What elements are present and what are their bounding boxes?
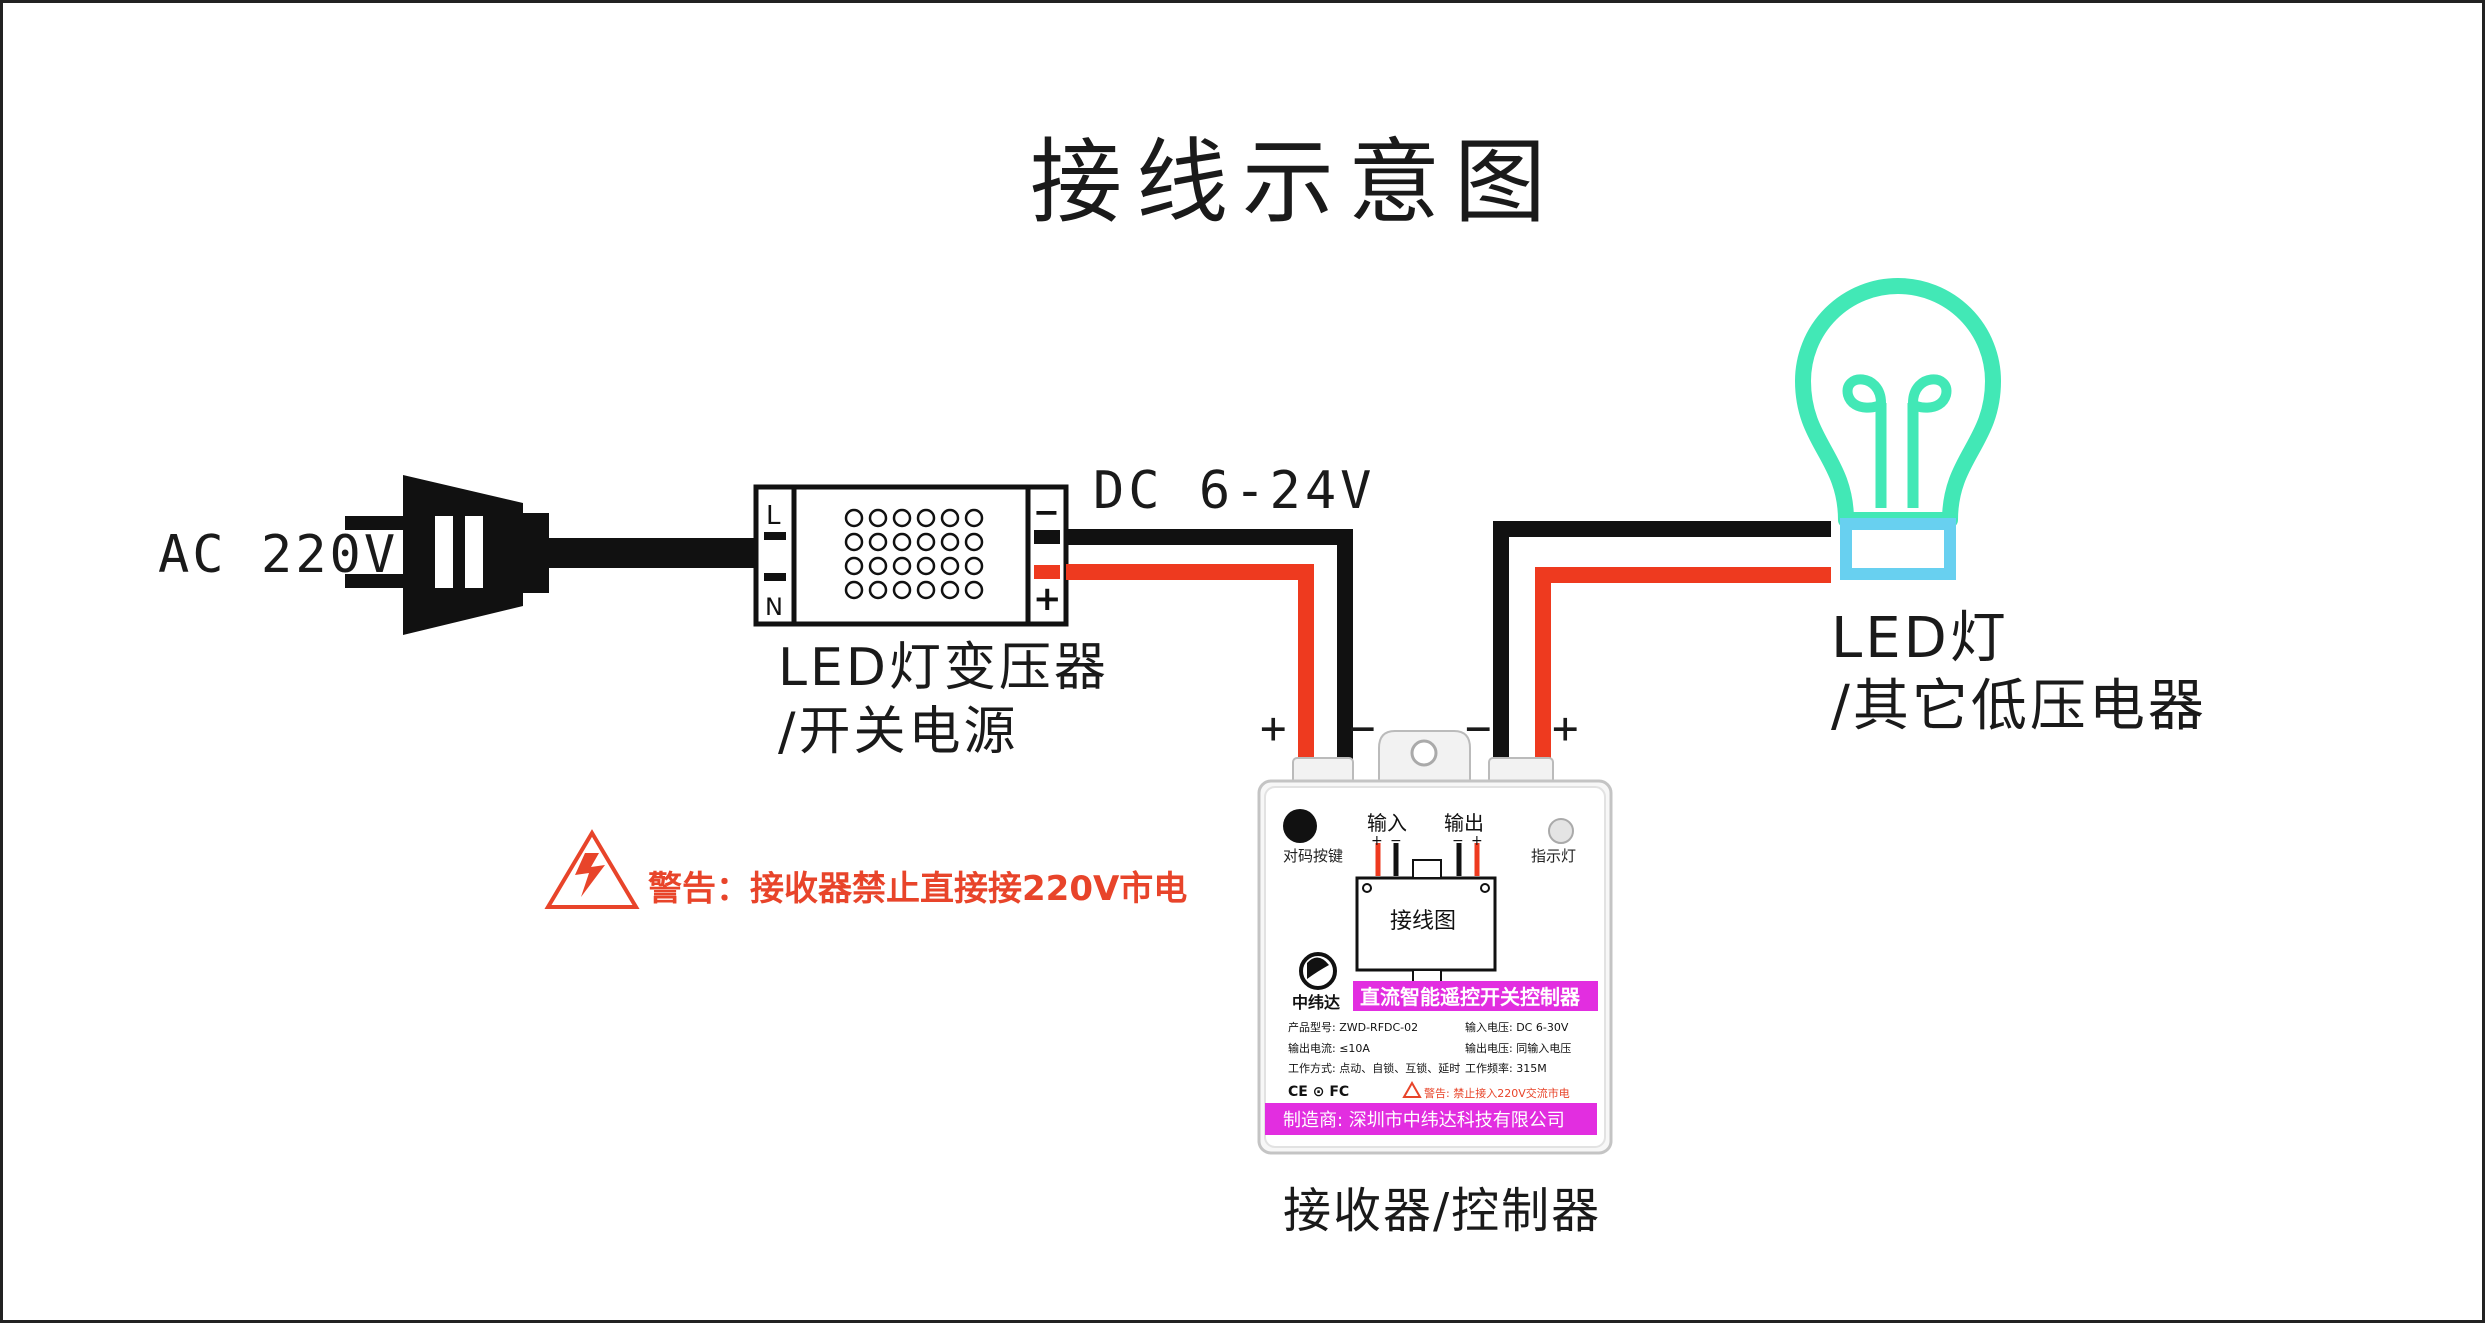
power-supply-label-line2: /开关电源 [778,702,1019,762]
psu-terminal-n: N [765,593,783,621]
input-header: 输入 [1367,811,1407,835]
receiver-input-minus-label: − [1349,703,1376,754]
spec-model: 产品型号: ZWD-RFDC-02 [1288,1020,1418,1034]
power-supply-label-line1: LED灯变压器 [778,638,1109,698]
vent-holes [844,508,984,600]
unit-input-plus: + [1371,833,1383,849]
pair-button[interactable] [1283,809,1317,843]
receiver-unit [1257,730,1613,1155]
page-title: 接线示意图 [1030,129,1561,236]
ac-plug-icon [345,475,757,635]
ac-voltage-label: AC 220V [158,525,399,585]
indicator-label: 指示灯 [1531,847,1576,865]
unit-output-plus: + [1471,833,1483,849]
indicator-light [1548,818,1574,844]
lamp-label-line2: /其它低压电器 [1831,674,2207,739]
warning-icon [544,829,640,909]
certification-marks: CE ⊙ FC [1288,1084,1349,1100]
power-supply-icon [753,484,1069,627]
psu-terminal-l: L [766,501,781,531]
spec-output-voltage: 输出电压: 同输入电压 [1465,1041,1571,1055]
brand-name: 中纬达 [1292,993,1340,1012]
psu-terminal-plus: + [1033,579,1062,619]
lamp-label-line1: LED灯 [1831,606,2009,671]
spec-current: 输出电流: ≤10A [1288,1041,1370,1055]
receiver-input-plus-label: + [1260,703,1287,754]
manufacturer: 制造商: 深圳市中纬达科技有限公司 [1283,1110,1565,1131]
pair-button-label: 对码按键 [1283,847,1343,865]
spec-mode: 工作方式: 点动、自锁、互锁、延时 [1288,1061,1460,1075]
wire-red-input [1066,564,1314,761]
spec-input-voltage: 输入电压: DC 6-30V [1465,1020,1569,1034]
wiring-chart-label: 接线图 [1390,909,1456,934]
dc-voltage-label: DC 6-24V [1093,461,1376,521]
lamp-label: LED灯 /其它低压电器 [1831,605,2207,741]
light-bulb-icon [1795,278,2001,580]
receiver-output-plus-label: + [1552,703,1579,754]
spec-frequency: 工作频率: 315M [1465,1061,1547,1075]
receiver-label: 接收器/控制器 [1283,1183,1602,1239]
unit-input-minus: − [1390,833,1402,849]
receiver-output-minus-label: − [1465,703,1492,754]
wiring-graphic: 对码按键 指示灯 输入 输出 + − − + 接线图 中纬达 直流智能遥控开关控… [345,278,2001,1155]
wire-black-output [1493,521,1831,761]
product-name: 直流智能遥控开关控制器 [1360,985,1581,1009]
wire-black-input [1066,529,1353,761]
psu-terminal-minus: − [1033,493,1060,531]
power-supply-label: LED灯变压器 /开关电源 [778,636,1109,764]
warning-text: 警告：接收器禁止直接接220V市电 [648,869,1188,909]
unit-small-warning: 警告: 禁止接入220V交流市电 [1424,1086,1570,1100]
unit-output-minus: − [1452,833,1464,849]
wire-red-output [1535,567,1831,761]
output-header: 输出 [1444,811,1484,835]
